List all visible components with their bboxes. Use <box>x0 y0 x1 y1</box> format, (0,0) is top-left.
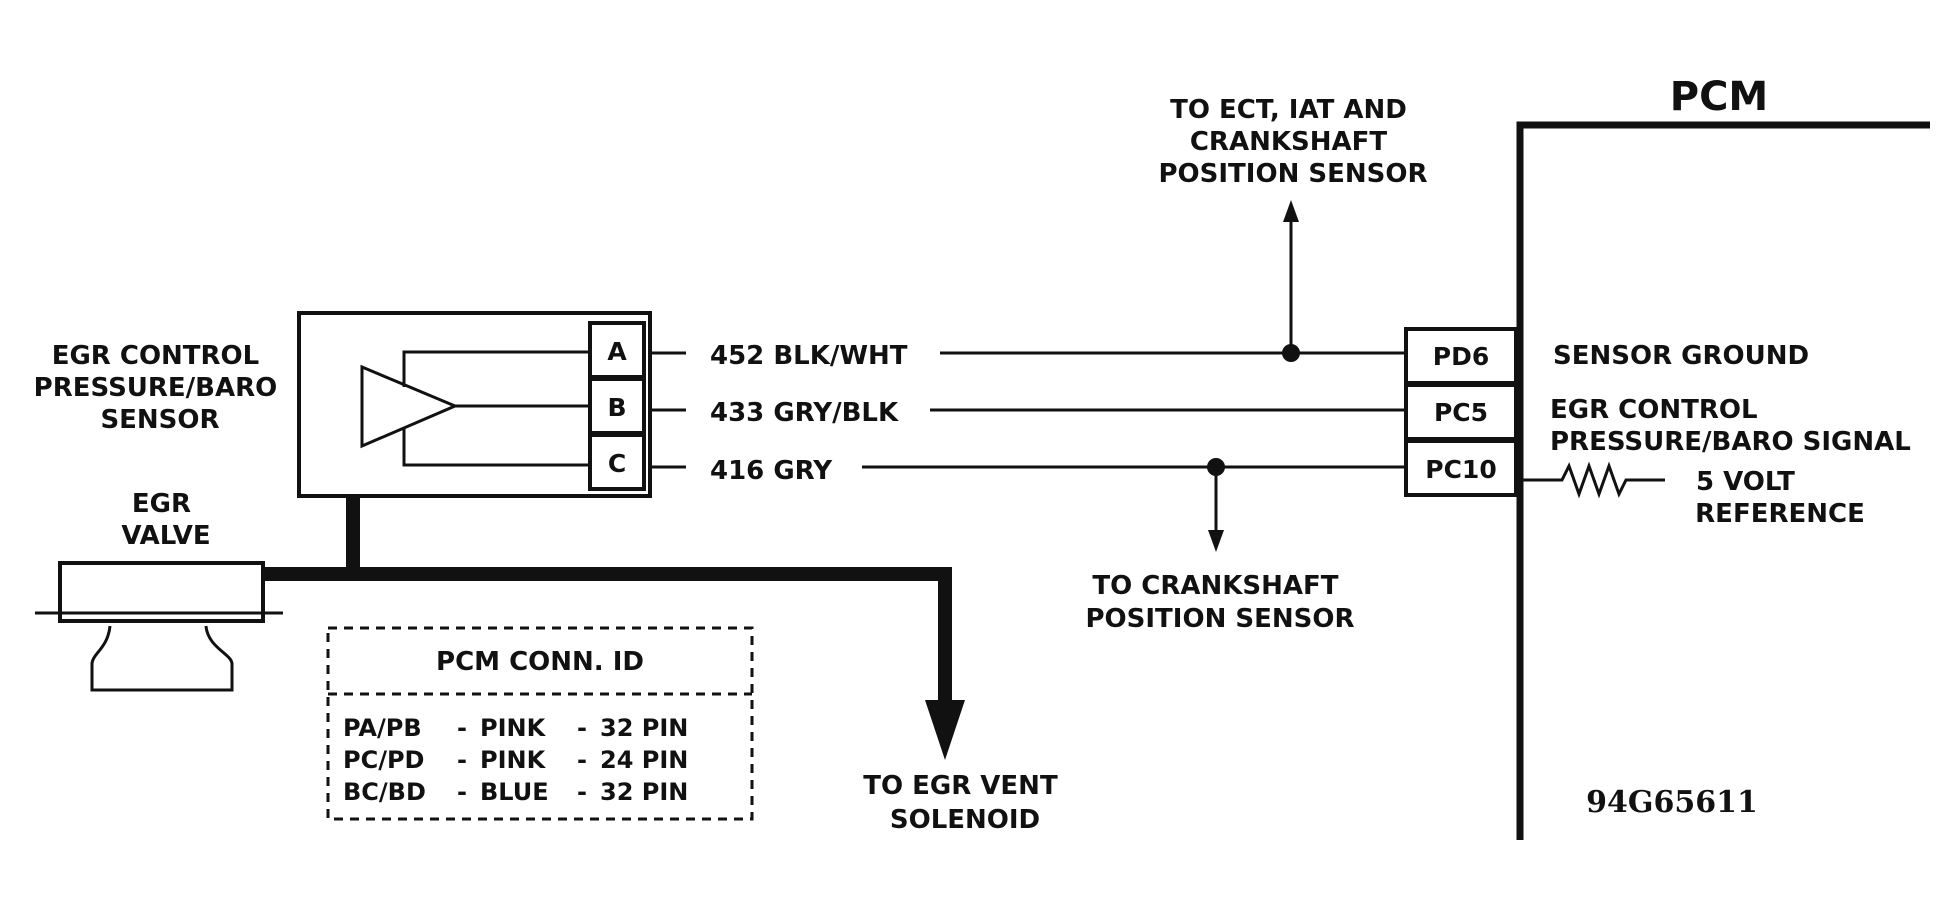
vent-label: TO EGR VENT SOLENOID <box>863 771 1067 835</box>
branch-down-label: TO CRANKSHAFT POSITION SENSOR <box>1086 571 1355 634</box>
arrow-vent-icon <box>925 700 965 760</box>
figure-id: 94G65611 <box>1586 785 1758 820</box>
vacuum-line <box>262 567 952 708</box>
egr-valve-body <box>58 561 265 623</box>
internal-lead-c <box>402 427 590 467</box>
internal-lead-a <box>402 350 590 387</box>
arrow-up-icon <box>1283 200 1299 222</box>
function-signal: EGR CONTROL PRESSURE/BARO SIGNAL <box>1550 395 1911 457</box>
conn-row-3-sep2: - <box>577 778 587 806</box>
conn-row-3-sep1: - <box>457 778 467 806</box>
conn-row-1-sep2: - <box>577 714 587 742</box>
conn-row-3-pins: 32 PIN <box>600 778 688 806</box>
terminal-pc5 <box>1404 383 1518 441</box>
conn-row-2-sep1: - <box>457 746 467 774</box>
conn-row-2-id: PC/PD <box>343 746 424 774</box>
wire-c-circuit: 416 GRY <box>710 456 833 486</box>
conn-table-frame <box>326 626 754 821</box>
conn-row-2-sep2: - <box>577 746 587 774</box>
pcm-boundary <box>1516 121 1930 840</box>
conn-row-1-pins: 32 PIN <box>600 714 688 742</box>
sensor-pin-a-label: A <box>607 337 627 366</box>
wire-a-circuit: 452 BLK/WHT <box>710 341 908 371</box>
arrow-down-icon <box>1208 530 1224 552</box>
sensor-label: EGR CONTROL PRESSURE/BARO SENSOR <box>34 341 287 435</box>
pcm-title: PCM <box>1670 74 1768 120</box>
conn-row-1-sep1: - <box>457 714 467 742</box>
conn-row-1-color: PINK <box>480 714 547 742</box>
conn-row-3-color: BLUE <box>480 778 549 806</box>
egr-valve-label: EGR VALVE <box>121 489 210 551</box>
egr-valve-diaphragm <box>90 625 234 692</box>
conn-row-3-id: BC/BD <box>343 778 426 806</box>
sensor-pin-c-label: C <box>608 449 626 478</box>
branch-up-label: TO ECT, IAT AND CRANKSHAFT POSITION SENS… <box>1159 95 1428 189</box>
sensor-pin-b <box>588 377 646 435</box>
conn-table-title: PCM CONN. ID <box>436 647 644 677</box>
function-reference: 5 VOLT REFERENCE <box>1695 467 1865 529</box>
terminal-pc5-label: PC5 <box>1434 398 1488 427</box>
resistor-icon <box>1520 461 1665 499</box>
terminal-pc10-label: PC10 <box>1425 455 1496 484</box>
wire-b-circuit: 433 GRY/BLK <box>710 398 899 428</box>
sensor-pin-a <box>588 321 646 379</box>
amplifier-symbol <box>360 364 459 449</box>
sensor-pin-c <box>588 433 646 491</box>
function-sensor-ground: SENSOR GROUND <box>1553 341 1809 371</box>
conn-row-2-color: PINK <box>480 746 547 774</box>
conn-row-1-id: PA/PB <box>343 714 422 742</box>
terminal-pd6-label: PD6 <box>1433 342 1489 371</box>
sensor-pin-b-label: B <box>607 393 626 422</box>
conn-row-2-pins: 24 PIN <box>600 746 688 774</box>
